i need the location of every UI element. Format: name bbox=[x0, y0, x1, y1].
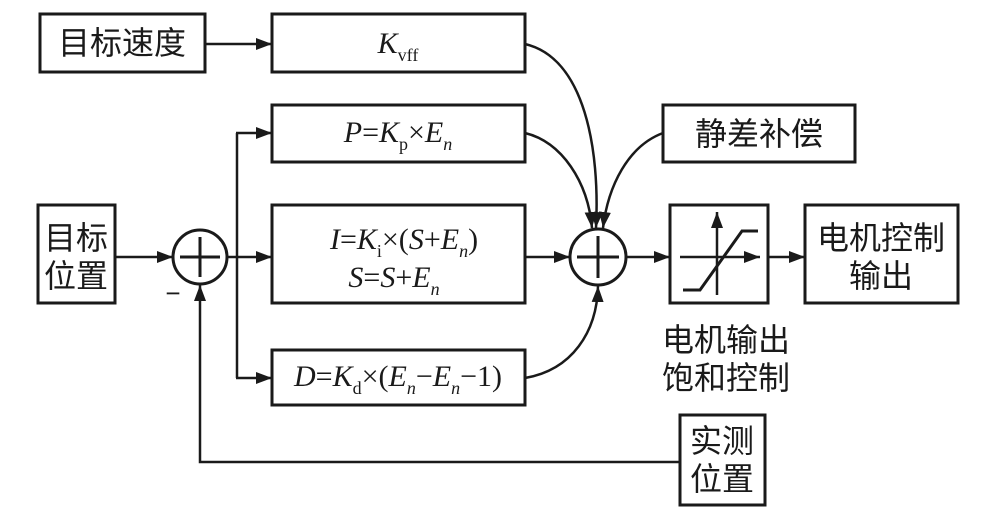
static-error-compensation-block: 静差补偿 bbox=[661, 103, 857, 164]
formula-part: I bbox=[329, 223, 342, 256]
formula-subscript: n bbox=[407, 378, 416, 398]
arrow-kvff-to-sum2 bbox=[524, 42, 603, 229]
formula-part: = bbox=[363, 261, 380, 294]
formula-subscript: p bbox=[399, 134, 408, 154]
derivative-block: D=Kd×(En−En−1) bbox=[270, 348, 527, 407]
formula-part: + bbox=[395, 261, 412, 294]
target-position-line1: 目标 bbox=[44, 220, 108, 256]
formula-part: S bbox=[409, 223, 424, 256]
proportional-formula: P=Kp×En bbox=[343, 116, 453, 154]
formula-part: S bbox=[348, 261, 363, 294]
target-speed-label: 目标速度 bbox=[58, 25, 186, 61]
formula-part: ) bbox=[468, 223, 478, 256]
target-speed-block: 目标速度 bbox=[38, 12, 207, 74]
formula-part: = bbox=[316, 360, 333, 393]
formula-part: E bbox=[388, 360, 407, 393]
formula-part: − bbox=[416, 360, 433, 393]
formula-part: K bbox=[356, 223, 379, 256]
formula-part: P bbox=[343, 116, 362, 149]
target-position-block: 目标 位置 bbox=[36, 203, 117, 305]
derivative-formula: D=Kd×(En−En−1) bbox=[293, 360, 502, 398]
kvff-subscript: vff bbox=[398, 45, 419, 65]
arrow-derivative-to-sum2 bbox=[524, 285, 604, 380]
formula-part: × bbox=[408, 116, 425, 149]
kvff-formula: Kvff bbox=[377, 27, 419, 65]
feedback-minus-sign: − bbox=[165, 278, 180, 308]
formula-part: E bbox=[432, 360, 451, 393]
target-position-line2: 位置 bbox=[44, 258, 108, 294]
formula-subscript: d bbox=[353, 378, 362, 398]
formula-part: E bbox=[411, 261, 430, 294]
formula-subscript: n bbox=[451, 378, 460, 398]
formula-part: K bbox=[332, 360, 355, 393]
feedback-line bbox=[194, 285, 680, 464]
arrow-compensation-to-sum2 bbox=[598, 131, 664, 229]
formula-subscript: n bbox=[431, 279, 440, 299]
integral-block: I=Ki×(S+En) S=S+En bbox=[270, 203, 527, 305]
formula-part: E bbox=[424, 116, 443, 149]
arrow-proportional-to-sum2 bbox=[524, 131, 597, 229]
motor-control-output-line1: 电机控制 bbox=[817, 220, 945, 256]
formula-part: ×( bbox=[382, 223, 409, 256]
integral-formula-line2: S=S+En bbox=[348, 261, 439, 299]
formula-part: S bbox=[380, 261, 395, 294]
summing-junction-1 bbox=[171, 228, 229, 286]
summing-junction-2 bbox=[568, 227, 628, 287]
saturation-curve bbox=[683, 229, 758, 292]
measured-position-line1: 实测 bbox=[690, 423, 754, 459]
formula-part: = bbox=[362, 116, 379, 149]
formula-part: ×( bbox=[362, 360, 389, 393]
motor-control-output-line2: 输出 bbox=[849, 258, 913, 294]
motor-control-output-block: 电机控制 输出 bbox=[803, 203, 960, 305]
formula-part: + bbox=[424, 223, 441, 256]
formula-subscript: i bbox=[377, 241, 382, 261]
saturation-label-line1: 电机输出 bbox=[662, 322, 790, 358]
formula-part: D bbox=[293, 360, 316, 393]
saturation-label-line2: 饱和控制 bbox=[662, 360, 790, 396]
formula-subscript: n bbox=[443, 134, 452, 154]
formula-part: −1) bbox=[460, 360, 502, 393]
measured-position-line2: 位置 bbox=[690, 461, 754, 497]
proportional-block: P=Kp×En bbox=[270, 103, 527, 164]
static-error-compensation-label: 静差补偿 bbox=[695, 116, 823, 152]
formula-subscript: n bbox=[459, 241, 468, 261]
formula-part: = bbox=[340, 223, 357, 256]
saturation-block bbox=[668, 203, 770, 305]
kvff-k: K bbox=[377, 27, 400, 60]
integral-formula-line1: I=Ki×(S+En) bbox=[329, 223, 478, 261]
kvff-block: Kvff bbox=[270, 12, 527, 74]
measured-position-block: 实测 位置 bbox=[678, 413, 767, 507]
formula-part: E bbox=[440, 223, 459, 256]
formula-part: K bbox=[378, 116, 401, 149]
